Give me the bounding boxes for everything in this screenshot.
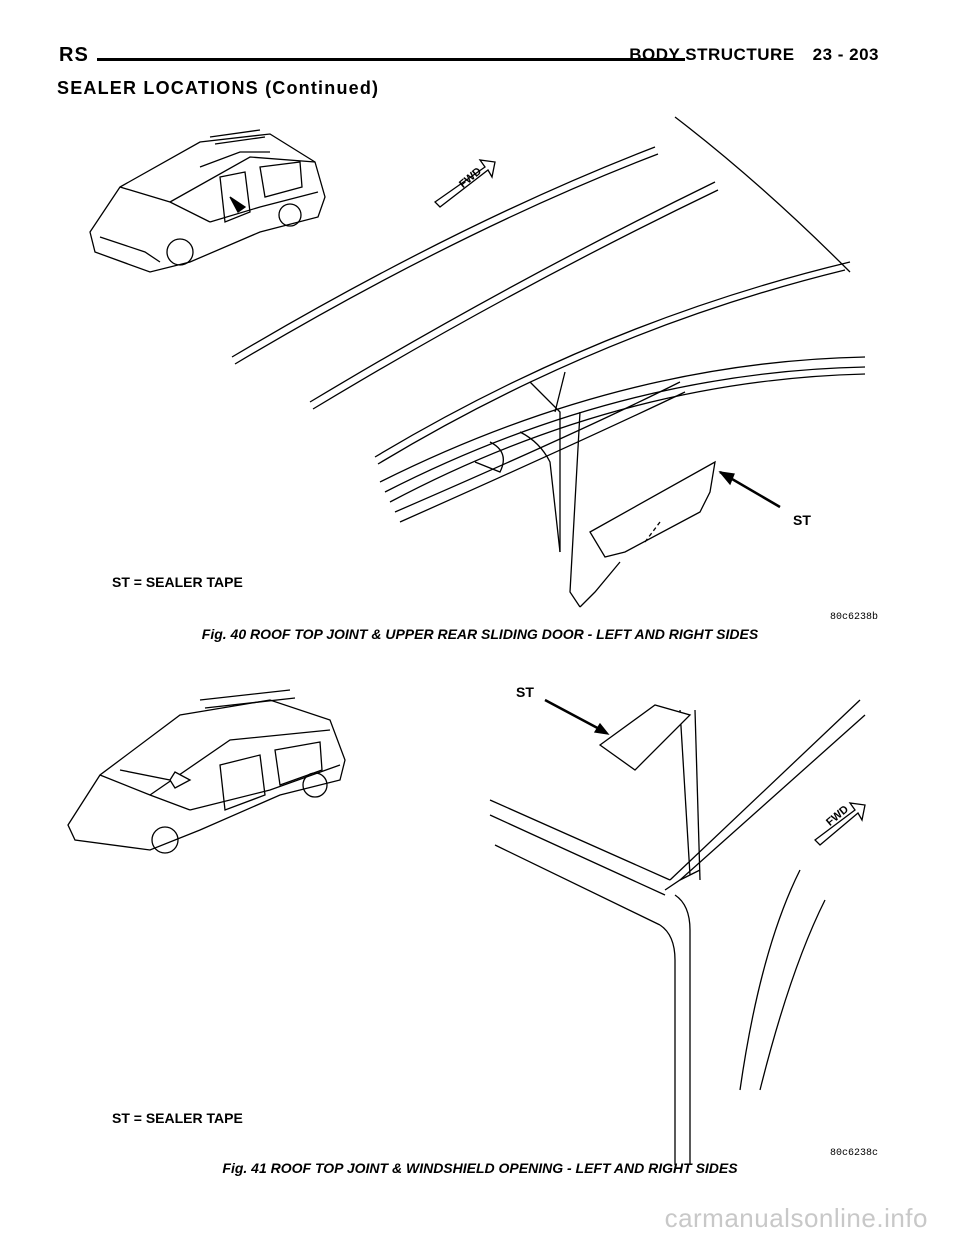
van-thumbnail-icon — [89, 129, 326, 273]
section-title: SEALER LOCATIONS (Continued) — [57, 78, 380, 98]
header-page-number: 23 - 203 — [812, 45, 879, 64]
figure-41-illustration — [67, 689, 866, 1165]
watermark-text: carmanualsonline.info — [664, 1203, 928, 1233]
roof-rail-lines — [231, 116, 866, 608]
header-rule — [97, 58, 685, 61]
figure-code: 80c6238b — [830, 612, 879, 623]
figure-40-illustration — [89, 116, 866, 608]
legend-text: ST = SEALER TAPE — [112, 1110, 243, 1126]
sealer-tape-shape — [589, 460, 781, 558]
legend-text: ST = SEALER TAPE — [112, 574, 243, 590]
figure-code: 80c6238c — [830, 1148, 879, 1159]
van-thumbnail-icon — [67, 689, 346, 854]
st-callout-label: ST — [516, 684, 534, 700]
sealer-tape-shape — [544, 698, 692, 771]
fwd-arrow-icon — [433, 159, 496, 208]
figure-40: FWD ST ST = SEALER TAPE 80c6238b — [60, 112, 900, 623]
figure-41: ST FWD ST = SEALER TAPE 80c6238c — [60, 670, 900, 1165]
fwd-arrow-icon — [814, 802, 866, 846]
figure-41-caption: Fig. 41 ROOF TOP JOINT & WINDSHIELD OPEN… — [222, 1160, 738, 1176]
header-section-name: BODY STRUCTURE — [629, 45, 795, 64]
roof-joint-lines — [489, 699, 866, 1165]
header-section-and-page: BODY STRUCTURE 23 - 203 — [629, 45, 879, 65]
st-callout-label: ST — [793, 512, 811, 528]
page-header: RS BODY STRUCTURE 23 - 203 — [59, 44, 879, 74]
figure-40-caption: Fig. 40 ROOF TOP JOINT & UPPER REAR SLID… — [201, 626, 759, 642]
header-model-code: RS — [59, 44, 89, 66]
